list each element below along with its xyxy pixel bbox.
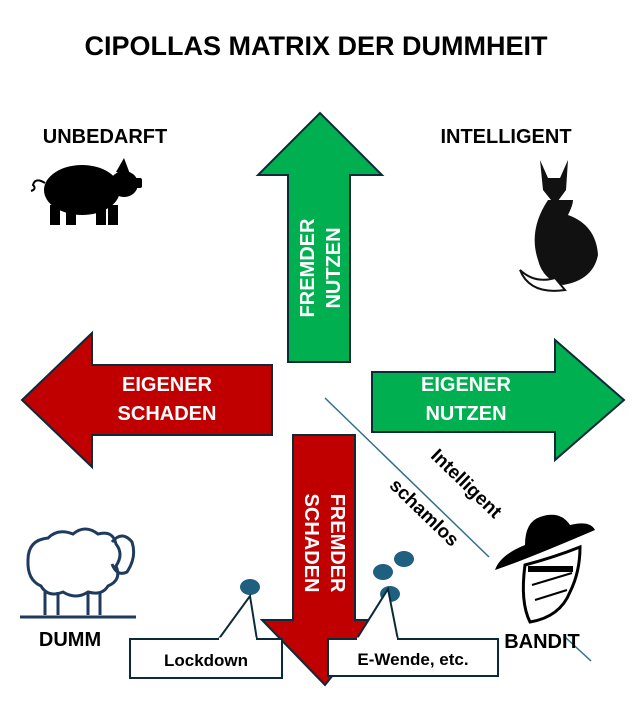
arrow-down-label-1: FREMDER bbox=[326, 494, 348, 593]
arrow-right-green bbox=[371, 337, 626, 463]
arrow-up-label-1: FREMDER bbox=[297, 218, 319, 317]
callout-lockdown-text: Lockdown bbox=[164, 651, 248, 670]
callout-e-wende: E-Wende, etc. bbox=[327, 586, 499, 677]
diagonal-line bbox=[324, 397, 490, 558]
bandit-icon bbox=[495, 514, 595, 624]
marker-dot bbox=[373, 564, 393, 580]
arrow-down-label-2: SCHADEN bbox=[300, 494, 322, 593]
label-dumm: DUMM bbox=[39, 629, 101, 651]
pig-icon bbox=[30, 158, 142, 225]
arrow-left-red bbox=[20, 330, 273, 470]
label-bandit: BANDIT bbox=[504, 631, 580, 653]
arrow-left-label-2: SCHADEN bbox=[118, 403, 217, 425]
arrow-left-label-1: EIGENER bbox=[122, 374, 213, 396]
marker-dot bbox=[394, 551, 414, 567]
callout-e-wende-text: E-Wende, etc. bbox=[357, 650, 468, 669]
callout-lockdown: Lockdown bbox=[129, 593, 283, 679]
arrow-up-green bbox=[255, 111, 385, 363]
diagonal-line-end bbox=[564, 636, 592, 662]
sheep-icon bbox=[20, 527, 136, 619]
label-intelligent: INTELLIGENT bbox=[440, 126, 571, 148]
marker-dot bbox=[240, 579, 260, 595]
diagonal-label-schamlos: schamlos bbox=[385, 475, 463, 551]
arrow-up-label-2: NUTZEN bbox=[323, 227, 345, 308]
arrow-right-label-1: EIGENER bbox=[421, 374, 512, 396]
diagram-title: CIPOLLAS MATRIX DER DUMMHEIT bbox=[85, 31, 548, 61]
arrow-right-label-2: NUTZEN bbox=[425, 403, 506, 425]
fox-icon bbox=[519, 160, 598, 292]
label-unbedarft: UNBEDARFT bbox=[43, 126, 167, 148]
